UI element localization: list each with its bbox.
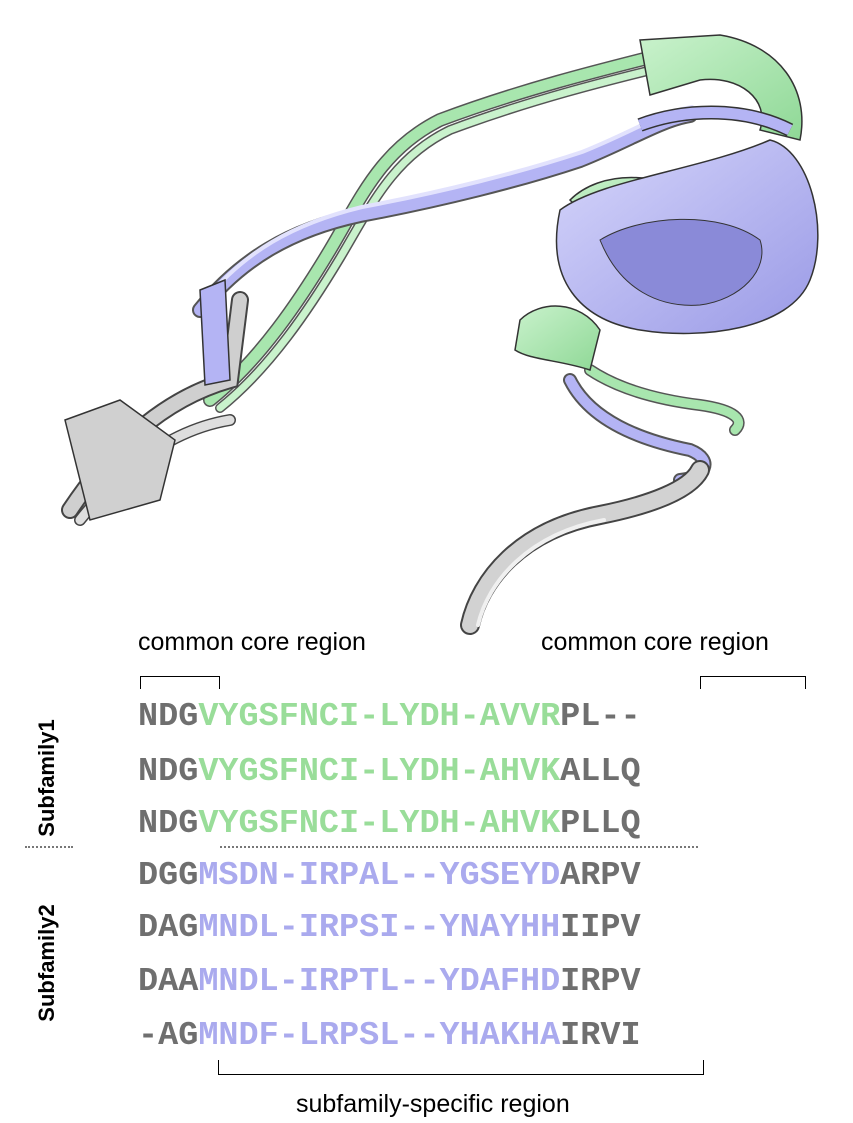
core-segment-left: DAG — [138, 909, 199, 947]
subfamily-specific-bracket — [218, 1060, 704, 1075]
core-segment-right: IIPV — [560, 909, 641, 947]
specific-segment: MNDL-IRPSI--YNAYHH — [198, 909, 561, 947]
specific-segment: MSDN-IRPAL--YGSEYD — [198, 857, 561, 895]
blue-strands — [192, 105, 712, 487]
specific-segment: VYGSFNCI-LYDH-AVVR — [198, 698, 561, 736]
core-segment-left: -AG — [138, 1017, 199, 1055]
grey-sheet — [64, 278, 231, 521]
green-strands — [203, 48, 745, 436]
core-segment-left: NDG — [138, 805, 199, 843]
core-segment-right: PLLQ — [560, 805, 641, 843]
specific-segment: VYGSFNCI-LYDH-AHVK — [198, 805, 561, 843]
core-segment-left: NDG — [138, 698, 199, 736]
alignment-row: NDGVYGSFNCI-LYDH-AHVKALLQ — [138, 753, 641, 791]
alignment-row: NDGVYGSFNCI-LYDH-AVVRPL-- — [138, 698, 641, 736]
core-segment-right: PL-- — [560, 698, 641, 736]
alignment-row: DGGMSDN-IRPAL--YGSEYDARPV — [138, 857, 641, 895]
specific-segment: MNDL-IRPTL--YDAFHD — [198, 963, 561, 1001]
core-segment-left: DAA — [138, 963, 199, 1001]
subfamily-divider-left — [25, 846, 73, 848]
subfamily1-label: Subfamily1 — [34, 719, 59, 837]
core-segment-right: ALLQ — [560, 753, 641, 791]
protein-structure-image — [61, 34, 819, 635]
specific-segment: MNDF-LRPSL--YHAKHA — [198, 1017, 561, 1055]
alignment-row: DAAMNDL-IRPTL--YDAFHDIRPV — [138, 963, 641, 1001]
core-segment-left: NDG — [138, 753, 199, 791]
core-segment-right: IRVI — [560, 1017, 641, 1055]
common-core-label-left: common core region — [138, 628, 366, 656]
core-segment-left: DGG — [138, 857, 199, 895]
alignment-row: DAGMNDL-IRPSI--YNAYHHIIPV — [138, 909, 641, 947]
core-segment-right: IRPV — [560, 963, 641, 1001]
alignment-row: -AGMNDF-LRPSL--YHAKHAIRVI — [138, 1017, 641, 1055]
subfamily2-label: Subfamily2 — [34, 904, 59, 1022]
subfamily-specific-label: subfamily-specific region — [296, 1090, 570, 1118]
alignment-row: NDGVYGSFNCI-LYDH-AHVKPLLQ — [138, 805, 641, 843]
common-core-bracket-left — [140, 676, 220, 689]
common-core-bracket-right — [700, 676, 806, 689]
core-segment-right: ARPV — [560, 857, 641, 895]
blue-helix — [555, 105, 819, 335]
common-core-label-right: common core region — [541, 628, 769, 656]
specific-segment: VYGSFNCI-LYDH-AHVK — [198, 753, 561, 791]
subfamily-divider — [220, 846, 698, 848]
